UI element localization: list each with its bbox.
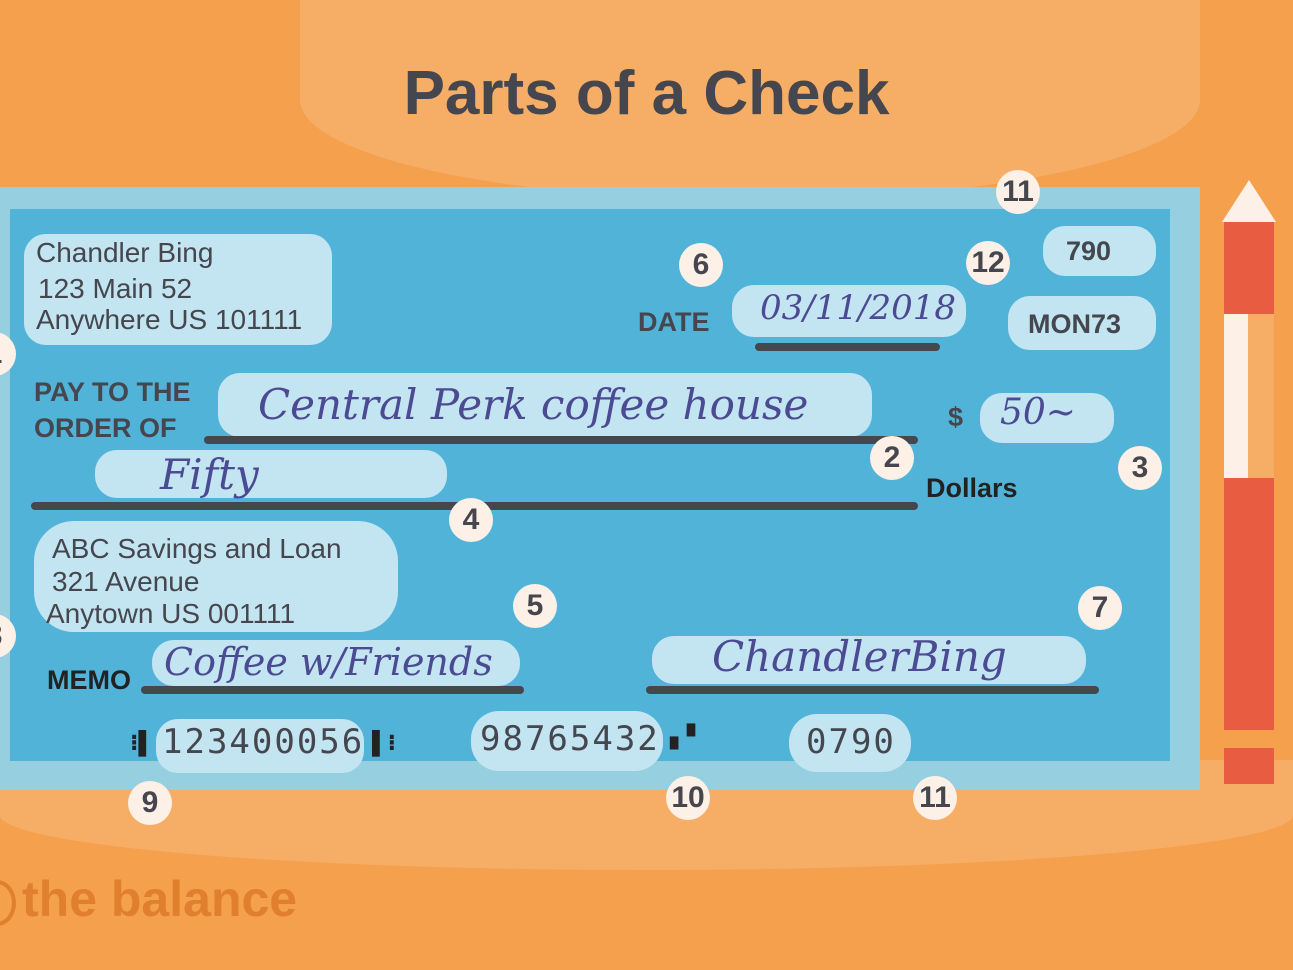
brand-logo: the balance <box>22 871 298 927</box>
check-number-top: 790 <box>1066 236 1112 266</box>
dollars-label: Dollars <box>926 473 1018 503</box>
callout-3: 3 <box>1118 446 1162 490</box>
brand-logo-icon <box>0 880 16 926</box>
callout-11-top: 11 <box>996 170 1040 214</box>
routing-bubble <box>156 719 364 773</box>
check-number-bottom: 0790 <box>806 722 896 762</box>
amount-words-bubble <box>95 450 447 498</box>
callout-10: 10 <box>666 776 710 820</box>
bank-name: ABC Savings and Loan <box>52 533 342 564</box>
memo-bubble <box>152 640 520 686</box>
payer-name: Chandler Bing <box>36 237 214 268</box>
payer-address-2: Anywhere US 101111 <box>36 304 303 335</box>
check-number-bubble <box>1043 226 1156 276</box>
callout-6: 6 <box>679 243 723 287</box>
check-number-bottom-bubble <box>789 714 911 772</box>
payer-bubble <box>24 234 332 345</box>
pencil-icon <box>1222 180 1276 784</box>
payer-address-1: 123 Main 52 <box>38 273 193 304</box>
account-bubble <box>471 711 663 771</box>
memo-line <box>141 686 524 694</box>
callout-12: 12 <box>966 241 1010 285</box>
page-title: Parts of a Check <box>403 59 890 128</box>
amount-value: 50~ <box>1000 392 1076 433</box>
bank-address-1: 321 Avenue <box>52 566 200 597</box>
micr-on-us-symbol: ▖▘ <box>670 724 704 749</box>
signature-line <box>646 686 1099 694</box>
callout-5: 5 <box>513 584 557 628</box>
order-of-label: ORDER OF <box>34 413 177 443</box>
payee-line <box>204 436 918 444</box>
routing-number: 123400056 <box>162 722 365 762</box>
payee-bubble <box>218 373 872 437</box>
date-label: DATE <box>638 307 710 337</box>
micr-transit-symbol: ⁝▌ <box>130 730 154 755</box>
callout-11-bottom: 11 <box>913 776 957 820</box>
callout-4: 4 <box>449 498 493 542</box>
date-value: 03/11/2018 <box>760 288 956 328</box>
memo-label: MEMO <box>47 665 131 695</box>
amount-words-value: Fifty <box>160 450 259 499</box>
callout-1: 1 <box>0 332 16 376</box>
signature-value: ChandlerBing <box>712 632 1007 681</box>
code-value: MON73 <box>1028 309 1122 339</box>
amount-bubble <box>980 393 1114 443</box>
callout-9: 9 <box>128 781 172 825</box>
background-wave <box>300 0 1200 200</box>
bank-address-2: Anytown US 001111 <box>46 598 296 629</box>
callout-8: 8 <box>0 614 16 658</box>
date-line <box>755 343 940 351</box>
pay-to-label: PAY TO THE <box>34 377 191 407</box>
callout-7: 7 <box>1078 586 1122 630</box>
bank-bubble <box>34 521 398 632</box>
memo-value: Coffee w/Friends <box>164 640 493 684</box>
account-number: 98765432 <box>480 719 660 759</box>
callout-2: 2 <box>870 436 914 480</box>
payee-value: Central Perk coffee house <box>258 380 809 429</box>
dollar-sign: $ <box>948 402 964 432</box>
date-bubble <box>732 285 966 337</box>
code-bubble <box>1008 296 1156 350</box>
micr-transit-symbol: ▌⁝ <box>372 730 396 755</box>
signature-bubble <box>652 636 1086 684</box>
